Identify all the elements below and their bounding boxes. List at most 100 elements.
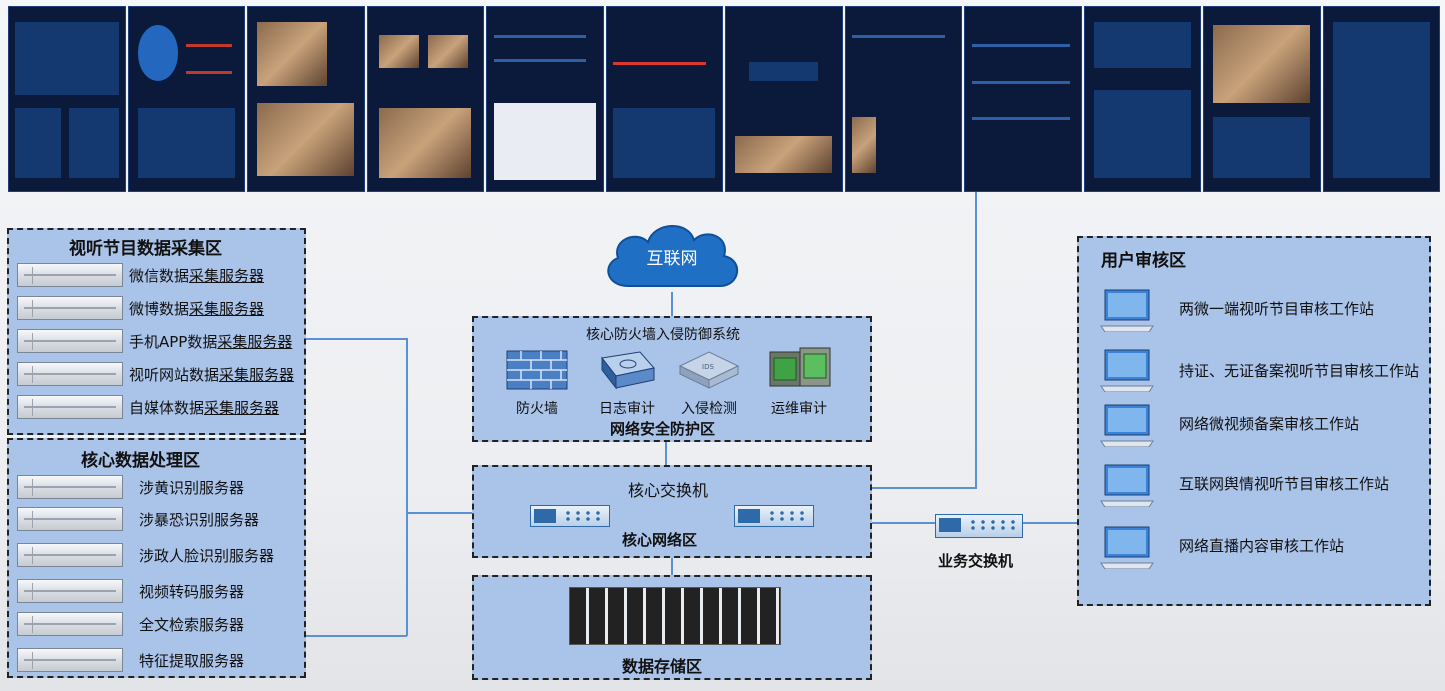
- server-label: 涉暴恐识别服务器: [139, 510, 260, 529]
- svg-text:IDS: IDS: [702, 363, 714, 371]
- server-row: 视频转码服务器: [17, 576, 244, 606]
- server-label: 全文检索服务器: [139, 615, 245, 634]
- firewall-label: 防火墙: [516, 401, 558, 417]
- workstation-row: 两微一端视听节目审核工作站: [1099, 288, 1374, 336]
- link-core-storage: [671, 557, 673, 575]
- link-core-business: [870, 522, 935, 524]
- server-row: 视听网站数据采集服务器: [17, 359, 294, 389]
- collect-zone-title: 视听节目数据采集区: [69, 239, 222, 259]
- core-network-zone: 核心交换机 核心网络区: [472, 465, 872, 558]
- server-icon: [17, 362, 123, 386]
- workstation-row: 网络直播内容审核工作站: [1099, 525, 1344, 573]
- security-system-title: 核心防火墙入侵防御系统: [586, 327, 740, 343]
- screenshot-video-player: [1203, 6, 1321, 192]
- intrusion-detection-icon: IDS: [678, 351, 740, 389]
- server-icon: [17, 475, 123, 499]
- security-zone: 核心防火墙入侵防御系统 防火墙 日志审计 IDS: [472, 316, 872, 442]
- screenshot-dashboard-stats: [127, 6, 245, 192]
- server-label: 微博数据采集服务器: [129, 299, 265, 318]
- ops-audit-server-icon: [769, 347, 831, 387]
- server-row: 自媒体数据采集服务器: [17, 392, 279, 422]
- screenshot-app-list: [1322, 6, 1440, 192]
- server-label: 视频转码服务器: [139, 582, 245, 601]
- server-label: 视听网站数据采集服务器: [129, 365, 295, 384]
- ids-label: 入侵检测: [681, 401, 737, 417]
- workstation-row: 网络微视频备案审核工作站: [1099, 403, 1359, 451]
- server-icon: [17, 543, 123, 567]
- server-icon: [17, 579, 123, 603]
- workstation-icon: [1100, 289, 1154, 333]
- link-security-core: [665, 441, 667, 466]
- screenshot-dashboard-map: [8, 6, 126, 192]
- server-label: 微信数据采集服务器: [129, 266, 265, 285]
- workstation-row: 互联网舆情视听节目审核工作站: [1099, 463, 1389, 511]
- brick-wall-icon: [506, 350, 568, 390]
- server-row: 特征提取服务器: [17, 645, 244, 675]
- server-icon: [17, 329, 123, 353]
- business-switch-label: 业务交换机: [938, 552, 1014, 570]
- internet-label: 互联网: [646, 249, 698, 269]
- core-switch-icon: [530, 505, 610, 527]
- screenshot-list-view: [486, 6, 604, 192]
- server-row: 微博数据采集服务器: [17, 293, 264, 323]
- server-label: 涉政人脸识别服务器: [139, 546, 275, 565]
- link-internet-security: [671, 292, 673, 318]
- link-left-vertical: [406, 338, 408, 636]
- firewall-device: 防火墙: [504, 350, 570, 418]
- server-row: 涉暴恐识别服务器: [17, 504, 259, 534]
- log-audit-device: 日志审计: [594, 350, 660, 418]
- cloud-icon: [607, 225, 739, 287]
- workstation-icon: [1100, 404, 1154, 448]
- link-collect: [305, 338, 407, 340]
- workstation-icon: [1100, 464, 1154, 508]
- server-row: 涉黄识别服务器: [17, 472, 244, 502]
- server-icon: [17, 648, 123, 672]
- link-to-core: [406, 512, 474, 514]
- server-icon: [17, 296, 123, 320]
- server-row: 微信数据采集服务器: [17, 260, 264, 290]
- process-zone: 核心数据处理区 涉黄识别服务器 涉暴恐识别服务器 涉政人脸识别服务器 视频转码服…: [7, 438, 306, 678]
- server-row: 涉政人脸识别服务器: [17, 540, 274, 570]
- workstation-row: 持证、无证备案视听节目审核工作站: [1099, 348, 1419, 396]
- storage-array-icon: [569, 587, 781, 645]
- core-network-zone-title: 核心网络区: [622, 531, 698, 549]
- link-screens-core: [870, 487, 977, 489]
- workstation-label: 两微一端视听节目审核工作站: [1179, 300, 1375, 318]
- server-icon: [17, 263, 123, 287]
- screenshot-grid-icons: [1083, 6, 1201, 192]
- process-zone-title: 核心数据处理区: [81, 451, 200, 471]
- server-icon: [17, 612, 123, 636]
- ids-device: IDS 入侵检测: [676, 350, 742, 418]
- ops-audit-label: 运维审计: [771, 401, 827, 417]
- link-process: [305, 635, 407, 637]
- screenshot-strip: [8, 6, 1440, 192]
- log-audit-label: 日志审计: [599, 401, 655, 417]
- audit-zone: 用户审核区 两微一端视听节目审核工作站 持证、无证备案视听节目审核工作站 网络微…: [1077, 236, 1431, 606]
- server-label: 涉黄识别服务器: [139, 478, 245, 497]
- screenshot-chart-red: [605, 6, 723, 192]
- core-switch-title: 核心交换机: [628, 481, 709, 500]
- security-zone-title: 网络安全防护区: [610, 420, 716, 438]
- link-business-audit: [1022, 522, 1078, 524]
- screenshot-person-list: [844, 6, 962, 192]
- storage-zone-title: 数据存储区: [622, 657, 703, 676]
- workstation-icon: [1100, 526, 1154, 570]
- server-label: 手机APP数据采集服务器: [129, 332, 293, 351]
- server-row: 全文检索服务器: [17, 609, 244, 639]
- ops-audit-device: 运维审计: [766, 344, 832, 418]
- server-icon: [17, 507, 123, 531]
- workstation-label: 网络微视频备案审核工作站: [1179, 415, 1360, 433]
- workstation-icon: [1100, 349, 1154, 393]
- screenshot-thumbnails: [366, 6, 484, 192]
- storage-zone: 数据存储区: [472, 575, 872, 680]
- workstation-label: 互联网舆情视听节目审核工作站: [1179, 475, 1390, 493]
- log-audit-icon: [601, 351, 655, 390]
- server-label: 特征提取服务器: [139, 651, 245, 670]
- workstation-label: 持证、无证备案视听节目审核工作站: [1179, 362, 1420, 380]
- workstation-label: 网络直播内容审核工作站: [1179, 537, 1345, 555]
- screenshot-search: [725, 6, 843, 192]
- internet-cloud: 互联网: [598, 216, 746, 294]
- screenshot-video-review: [247, 6, 365, 192]
- core-switch-icon: [734, 505, 814, 527]
- screenshot-table: [964, 6, 1082, 192]
